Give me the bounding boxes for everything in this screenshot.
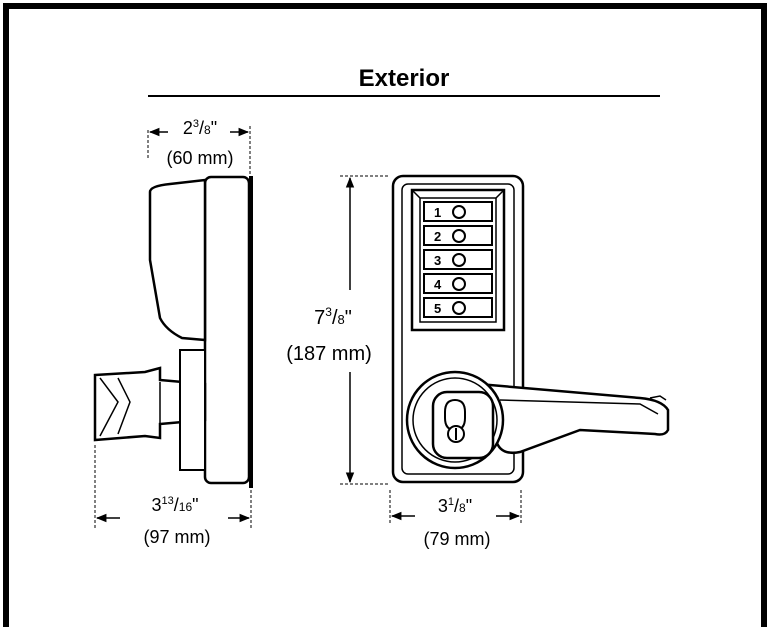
height-metric: (187 mm) <box>286 343 372 365</box>
height-label: 73/8" <box>314 305 352 329</box>
depth-top-metric: (60 mm) <box>167 148 234 168</box>
outer-border <box>3 3 767 627</box>
keypad-button-icon <box>452 205 466 219</box>
keypad-button-2[interactable]: 2 <box>423 225 493 246</box>
keypad-button-label: 4 <box>434 277 442 292</box>
depth-bottom-label: 313/16" <box>151 495 198 515</box>
keypad-button-3[interactable]: 3 <box>423 249 493 270</box>
depth-bottom-metric: (97 mm) <box>144 527 211 547</box>
keypad: 1 2 3 4 5 <box>423 201 493 318</box>
diagram-title: Exterior <box>359 65 450 92</box>
side-backplate <box>203 175 251 485</box>
keypad-button-label: 3 <box>434 253 441 268</box>
width-label: 31/8" <box>438 496 472 516</box>
keypad-button-icon <box>452 301 466 315</box>
width-metric: (79 mm) <box>424 529 491 549</box>
keypad-button-icon <box>452 277 466 291</box>
keypad-button-5[interactable]: 5 <box>423 297 493 318</box>
keypad-button-icon <box>452 253 466 267</box>
side-view: 23/8" (60 mm) 313/16" (97 mm) <box>93 118 253 547</box>
depth-top-label: 23/8" <box>183 118 217 138</box>
keypad-button-label: 5 <box>434 301 441 316</box>
side-housing <box>148 178 207 342</box>
keypad-button-4[interactable]: 4 <box>423 273 493 294</box>
keypad-button-1[interactable]: 1 <box>423 201 493 222</box>
front-view: 73/8" (187 mm) 1 2 3 4 5 31/8" (79 mm) <box>286 174 670 549</box>
keypad-button-icon <box>452 229 466 243</box>
keypad-button-label: 2 <box>434 229 441 244</box>
keypad-button-label: 1 <box>434 205 441 220</box>
